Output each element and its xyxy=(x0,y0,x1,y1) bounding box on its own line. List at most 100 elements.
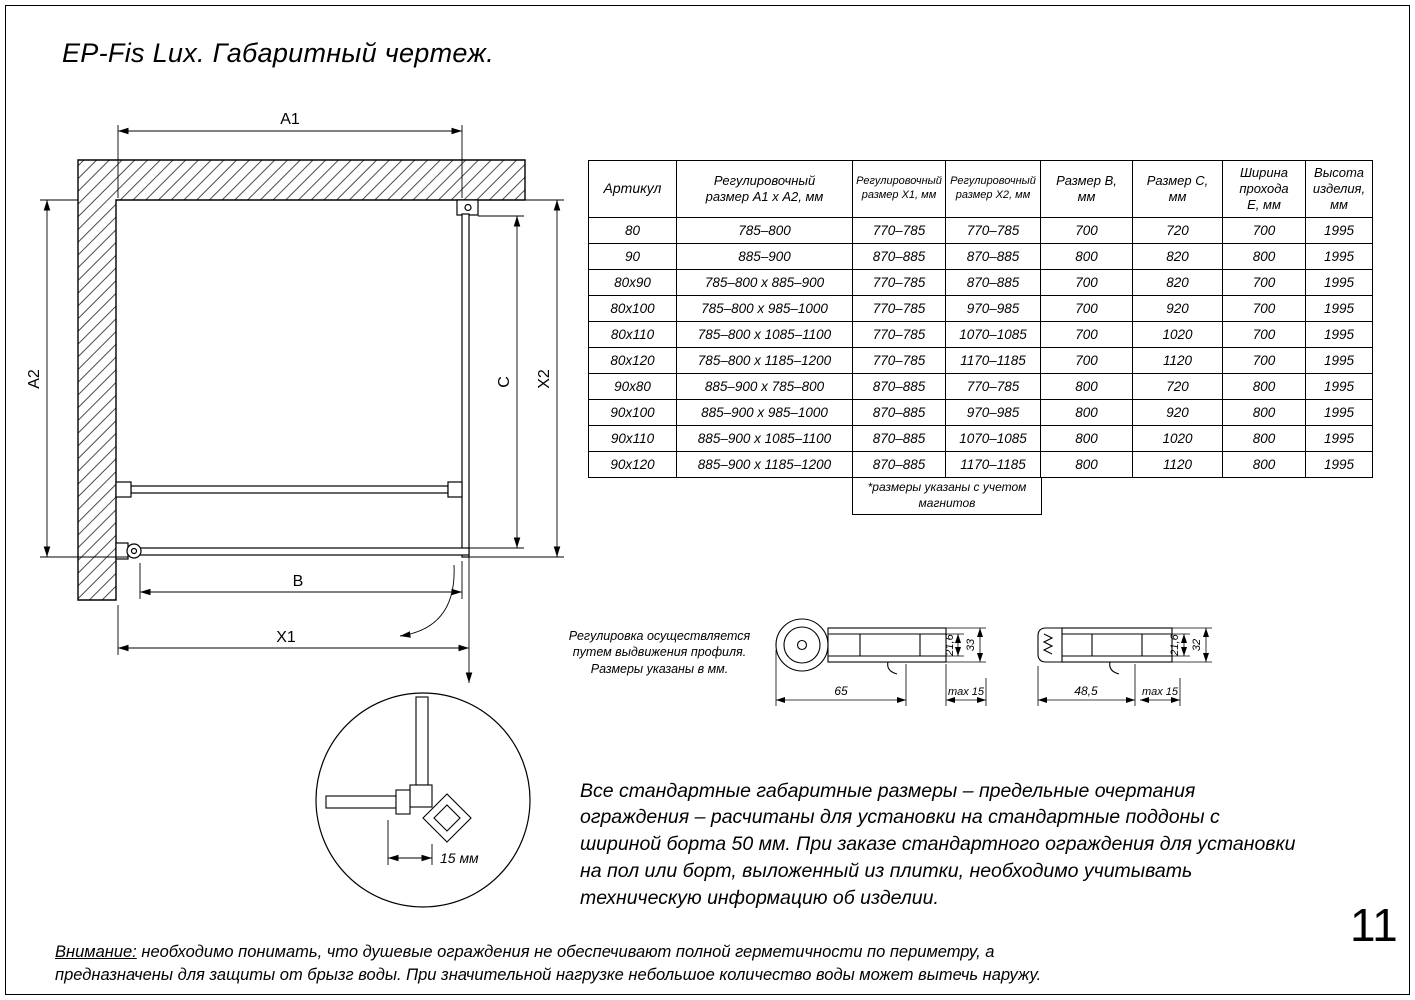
table-cell: 1995 xyxy=(1305,269,1373,296)
table-cell: 870–885 xyxy=(852,399,946,426)
table-cell: 800 xyxy=(1040,451,1133,478)
table-footnote: *размеры указаны с учетом магнитов xyxy=(852,477,1042,515)
table-cell: 970–985 xyxy=(945,295,1041,322)
table-cell: 820 xyxy=(1132,269,1223,296)
article-cell: 80 xyxy=(588,217,677,244)
table-cell: 870–885 xyxy=(852,373,946,400)
table-cell: 1995 xyxy=(1305,217,1373,244)
warning-label: Внимание: xyxy=(55,942,137,961)
table-cell: 1995 xyxy=(1305,347,1373,374)
detail-dim-label: 15 мм xyxy=(440,850,479,866)
dim-c-label: C xyxy=(496,376,513,388)
table-cell: 885–900 х 1185–1200 xyxy=(676,451,853,478)
table-cell: 1120 xyxy=(1132,347,1223,374)
dimension-lines xyxy=(40,125,564,655)
door-panel xyxy=(127,547,470,556)
p1-outer-height-label: 33 xyxy=(965,638,977,651)
table-cell: 770–785 xyxy=(945,217,1041,244)
p2-outer-height-label: 32 xyxy=(1191,639,1203,651)
table-cell: 1995 xyxy=(1305,425,1373,452)
article-cell: 90х80 xyxy=(588,373,677,400)
page-title: EP-Fis Lux. Габаритный чертеж. xyxy=(62,38,495,68)
profile-2-section xyxy=(1037,627,1173,675)
table-cell: 800 xyxy=(1222,425,1306,452)
dimension-labels: A1 A2 X2 C B X1 xyxy=(28,111,553,646)
warning-note: Внимание: необходимо понимать, что душев… xyxy=(55,941,1100,989)
table-cell: 920 xyxy=(1132,399,1223,426)
table-cell: 885–900 xyxy=(676,243,853,270)
table-cell: 800 xyxy=(1040,243,1133,270)
table-cell: 970–985 xyxy=(945,399,1041,426)
table-cell: 800 xyxy=(1222,451,1306,478)
enclosure xyxy=(115,199,479,560)
column-header: Регулировочный размер Х1, мм xyxy=(852,160,946,218)
table-cell: 870–885 xyxy=(945,243,1041,270)
table-cell: 1995 xyxy=(1305,243,1373,270)
table-cell: 700 xyxy=(1040,295,1133,322)
dim-x1-label: X1 xyxy=(276,629,296,646)
article-cell: 80х90 xyxy=(588,269,677,296)
profile-1-section xyxy=(775,618,947,675)
table-cell: 770–785 xyxy=(852,295,946,322)
column-header: Размер С, мм xyxy=(1132,160,1223,218)
p2-inner-height-label: 21,6 xyxy=(1169,633,1181,656)
hinge-pin xyxy=(130,547,138,555)
column-header: Ширина прохода Е, мм xyxy=(1222,160,1306,218)
plan-drawing: A1 A2 X2 C B X1 15 мм xyxy=(28,111,564,908)
article-cell: 90х100 xyxy=(588,399,677,426)
support-bar xyxy=(130,485,449,494)
table-cell: 870–885 xyxy=(852,425,946,452)
dim-a2-label: A2 xyxy=(28,369,43,389)
table-cell: 700 xyxy=(1040,347,1133,374)
table-cell: 920 xyxy=(1132,295,1223,322)
support-bar-wall-bracket xyxy=(115,481,132,498)
p1-width-label: 65 xyxy=(834,684,848,698)
p1-inner-height-label: 21,6 xyxy=(944,633,956,656)
table-cell: 800 xyxy=(1222,243,1306,270)
profile-1-labels: 21,6 33 65 max 15 xyxy=(834,633,985,698)
table-cell: 1995 xyxy=(1305,373,1373,400)
table-cell: 1995 xyxy=(1305,451,1373,478)
table-cell: 1020 xyxy=(1132,425,1223,452)
table-cell: 870–885 xyxy=(852,451,946,478)
detail-corner-profile xyxy=(409,784,433,808)
article-cell: 80х110 xyxy=(588,321,677,348)
table-cell: 785–800 х 1185–1200 xyxy=(676,347,853,374)
profile-1-dimensions xyxy=(775,627,987,706)
table-cell: 1995 xyxy=(1305,295,1373,322)
article-cell: 90х110 xyxy=(588,425,677,452)
dim-b-label: B xyxy=(293,573,304,590)
table-cell: 770–785 xyxy=(945,373,1041,400)
dim-x2-label: X2 xyxy=(536,369,553,389)
table-cell: 800 xyxy=(1222,373,1306,400)
table-cell: 1995 xyxy=(1305,321,1373,348)
table-cell: 820 xyxy=(1132,243,1223,270)
table-cell: 785–800 х 1085–1100 xyxy=(676,321,853,348)
table-cell: 785–800 х 885–900 xyxy=(676,269,853,296)
table-cell: 800 xyxy=(1222,399,1306,426)
detail-circle xyxy=(315,692,531,908)
table-cell: 800 xyxy=(1040,399,1133,426)
article-cell: 80х100 xyxy=(588,295,677,322)
table-cell: 1070–1085 xyxy=(945,425,1041,452)
column-header: Размер В, мм xyxy=(1040,160,1133,218)
detail-magnet-profile-inner xyxy=(433,804,461,832)
table-cell: 885–900 х 1085–1100 xyxy=(676,425,853,452)
table-cell: 700 xyxy=(1222,347,1306,374)
side-glass-panel xyxy=(461,213,470,558)
detail-horizontal-glass xyxy=(325,795,397,809)
table-cell: 720 xyxy=(1132,373,1223,400)
table-cell: 1070–1085 xyxy=(945,321,1041,348)
p2-max-label: max 15 xyxy=(1142,686,1179,698)
table-cell: 885–900 х 985–1000 xyxy=(676,399,853,426)
table-cell: 885–900 х 785–800 xyxy=(676,373,853,400)
